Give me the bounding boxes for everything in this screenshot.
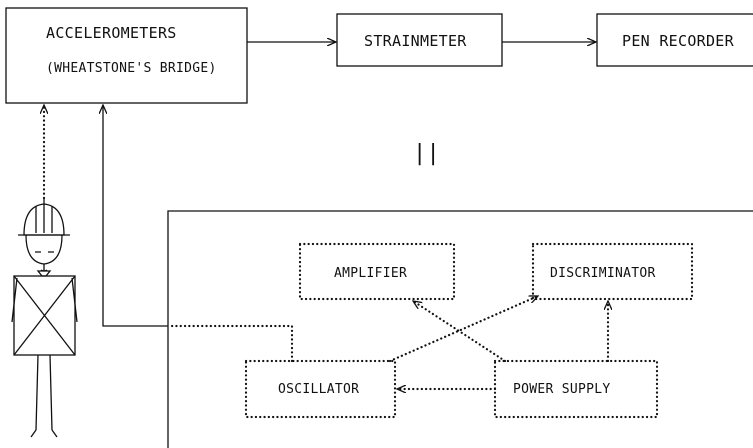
arrow-oscillator-to-discriminator [390, 296, 538, 361]
accelerometers-label: ACCELEROMETERS [46, 24, 177, 42]
arrow-to-accelerometers [103, 105, 168, 326]
wheatstone-label: (WHEATSTONE'S BRIDGE) [46, 61, 217, 76]
subject-figure-icon [12, 198, 77, 437]
power-supply-label: POWER SUPPLY [513, 382, 611, 397]
pen-recorder-label: PEN RECORDER [622, 32, 735, 50]
equivalence-mark: || [413, 141, 440, 166]
accelerometers-box [6, 8, 247, 103]
arrow-power-to-amplifier [413, 301, 505, 361]
oscillator-link [170, 326, 292, 361]
amplifier-label: AMPLIFIER [334, 266, 407, 281]
oscillator-label: OSCILLATOR [278, 382, 359, 397]
discriminator-label: DISCRIMINATOR [550, 266, 656, 281]
strainmeter-label: STRAINMETER [364, 32, 467, 50]
